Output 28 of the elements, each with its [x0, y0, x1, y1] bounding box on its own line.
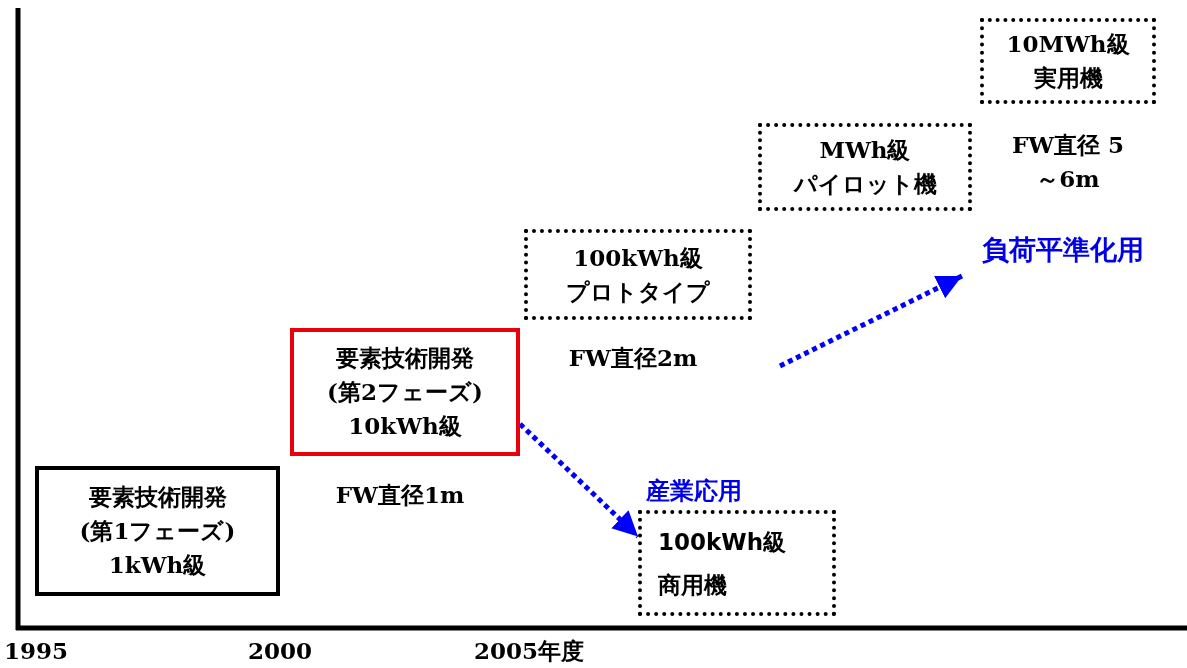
box-text: 商用機	[658, 570, 727, 600]
arrow	[778, 273, 964, 369]
box-text: 1kWh級	[108, 550, 207, 580]
box-text: 10kWh級	[348, 411, 462, 441]
usage-label: 負荷平準化用	[982, 230, 1182, 270]
box-text: プロトタイプ	[566, 276, 710, 307]
box-text: (第1フェーズ)	[79, 516, 236, 546]
plan-box	[758, 123, 972, 211]
diameter-note: FW直径 5～6m	[1010, 130, 1126, 194]
box-text: 10MWh級	[1006, 29, 1130, 59]
box-text: 要素技術開発	[336, 343, 474, 373]
box-text: パイロット機	[793, 169, 937, 199]
diameter-note: FW直径1m	[334, 480, 466, 510]
year-label: 1995	[4, 636, 68, 666]
year-label: 2005年度	[474, 636, 584, 666]
phase-box	[35, 466, 280, 596]
box-text: (第2フェーズ)	[327, 377, 483, 407]
category-heading: 産業応用	[646, 476, 743, 507]
box-text: 実用機	[1033, 63, 1103, 93]
highlighted-phase-box	[290, 328, 520, 456]
box-text: 要素技術開発	[88, 482, 227, 512]
box-text: MWh級	[819, 135, 911, 165]
diameter-note: FW直径2m	[567, 343, 699, 373]
box-text: 100kWh級	[658, 527, 787, 557]
year-label: 2000	[248, 636, 312, 666]
plan-box	[980, 18, 1156, 104]
box-text: 100kWh級	[573, 242, 703, 273]
plan-box	[524, 229, 752, 320]
